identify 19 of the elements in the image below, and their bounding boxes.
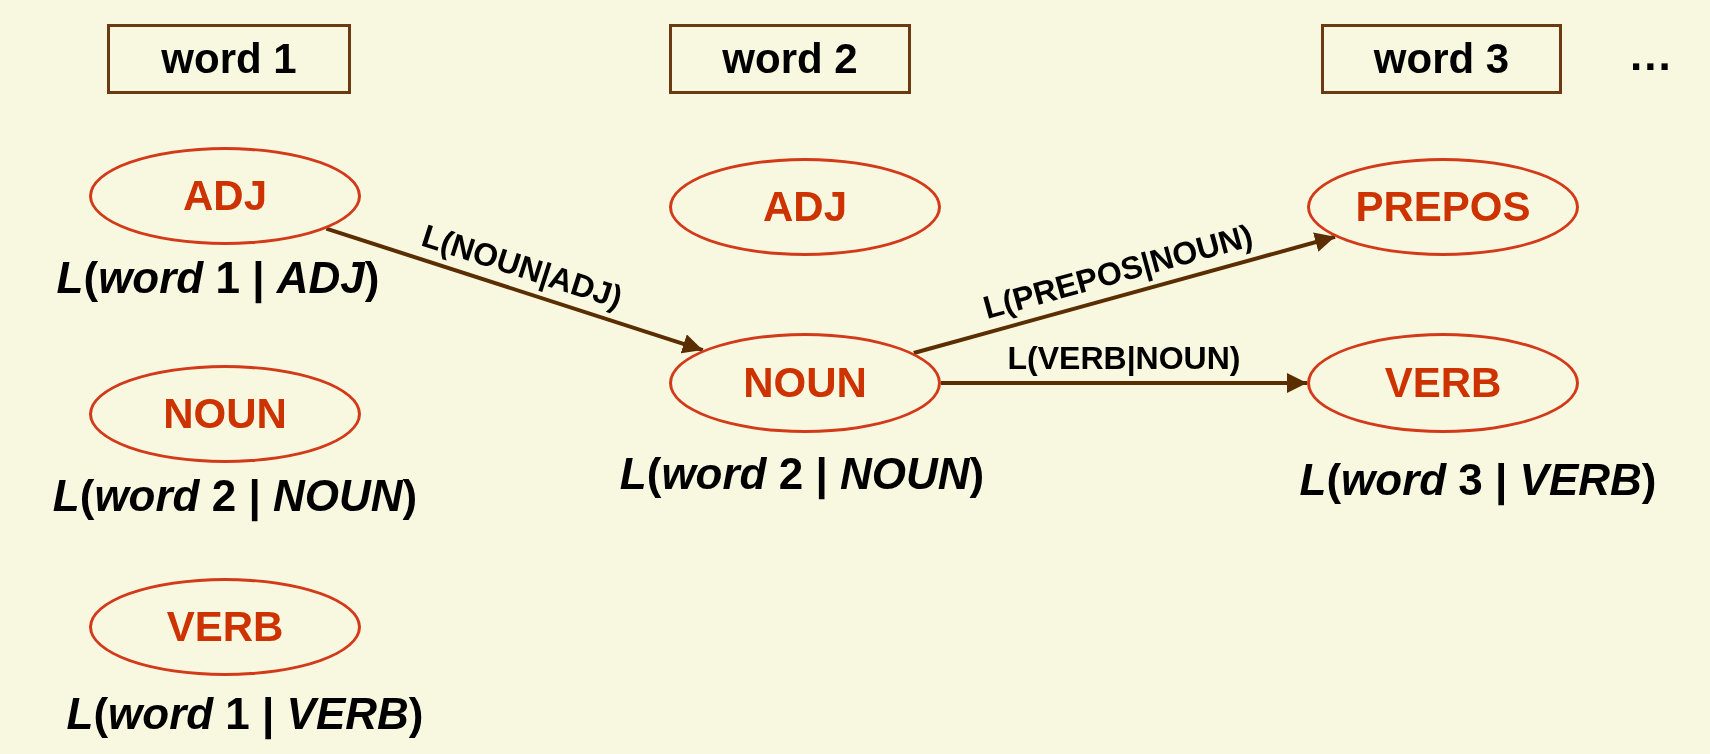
word-box: word 3 [1321,24,1562,94]
tag-ellipse: ADJ [669,158,941,256]
tag-ellipse: VERB [1307,333,1579,433]
likelihood-formula: L(word 2 | NOUN) [619,449,985,499]
likelihood-formula: L(word 1 | ADJ) [56,253,380,303]
word-box: word 2 [669,24,911,94]
arrow [941,373,1307,393]
arrow [913,232,1336,355]
arrow [325,226,704,354]
likelihood-formula: L(word 3 | VERB) [1299,455,1657,505]
tag-ellipse: ADJ [89,147,361,245]
likelihood-formula: L(word 1 | VERB) [66,689,424,739]
tag-ellipse: VERB [89,578,361,676]
ellipsis-label: ... [1630,30,1673,80]
word-box: word 1 [107,24,351,94]
tag-ellipse: PREPOS [1307,158,1579,256]
likelihood-formula: L(word 2 | NOUN) [52,471,418,521]
tag-ellipse: NOUN [89,365,361,463]
tag-ellipse: NOUN [669,333,941,433]
